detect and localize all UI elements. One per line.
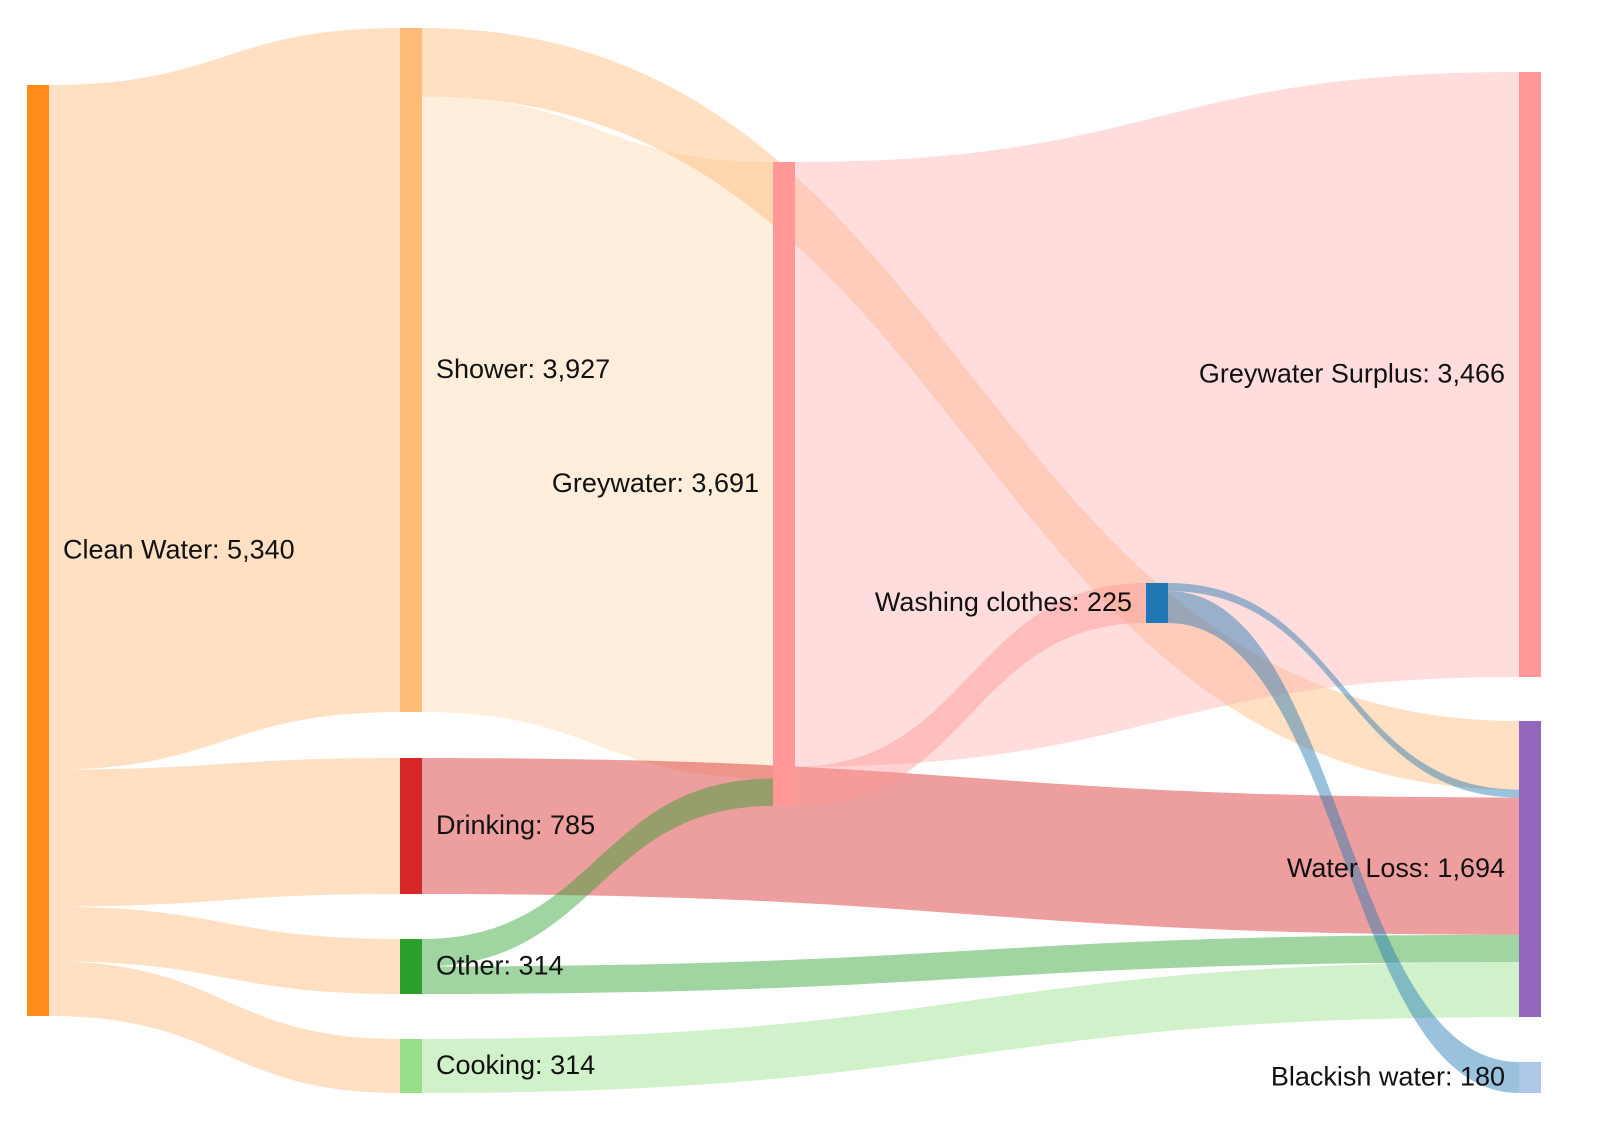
node-washing-clothes <box>1146 583 1168 623</box>
node-label-blackish-water: Blackish water: 180 <box>1271 1062 1505 1092</box>
node-other <box>400 939 422 994</box>
node-label-washing-clothes: Washing clothes: 225 <box>875 587 1132 617</box>
link-clean_water-to-other <box>49 906 400 994</box>
link-washing_clothes-to-water_loss <box>1168 583 1519 798</box>
node-label-cooking: Cooking: 314 <box>436 1050 595 1080</box>
link-cooking-to-water_loss <box>422 962 1519 1093</box>
node-cooking <box>400 1039 422 1093</box>
node-label-greywater: Greywater: 3,691 <box>552 468 759 498</box>
node-layer <box>27 28 1541 1093</box>
node-label-water-loss: Water Loss: 1,694 <box>1287 853 1505 883</box>
node-label-drinking: Drinking: 785 <box>436 810 595 840</box>
node-label-shower: Shower: 3,927 <box>436 354 610 384</box>
link-shower-to-water_loss <box>422 28 1519 790</box>
link-washing_clothes-to-blackish_water <box>1168 591 1519 1093</box>
link-shower-to-greywater <box>422 96 773 779</box>
link-drinking-to-water_loss <box>422 758 1519 935</box>
label-layer: Clean Water: 5,340 Shower: 3,927Drinking:… <box>63 354 1505 1092</box>
link-clean_water-to-drinking <box>49 758 400 907</box>
link-layer <box>49 28 1519 1093</box>
node-water-loss <box>1519 721 1541 1017</box>
node-blackish-water <box>1519 1062 1541 1093</box>
node-label-clean-water: Clean Water: 5,340 <box>63 535 295 565</box>
node-label-greywater-surplus: Greywater Surplus: 3,466 <box>1199 359 1505 389</box>
link-other-to-greywater <box>422 778 773 967</box>
node-label-other: Other: 314 <box>436 951 564 981</box>
link-other-to-water_loss <box>422 934 1519 994</box>
link-greywater-to-washing_clothes <box>795 583 1146 806</box>
node-greywater <box>773 162 795 806</box>
node-clean-water <box>27 85 49 1016</box>
node-shower <box>400 28 422 712</box>
link-clean_water-to-shower <box>49 28 400 770</box>
node-drinking <box>400 758 422 894</box>
link-clean_water-to-cooking <box>49 961 400 1093</box>
link-greywater-to-greywater_surplus <box>795 72 1519 767</box>
node-greywater-surplus <box>1519 72 1541 677</box>
